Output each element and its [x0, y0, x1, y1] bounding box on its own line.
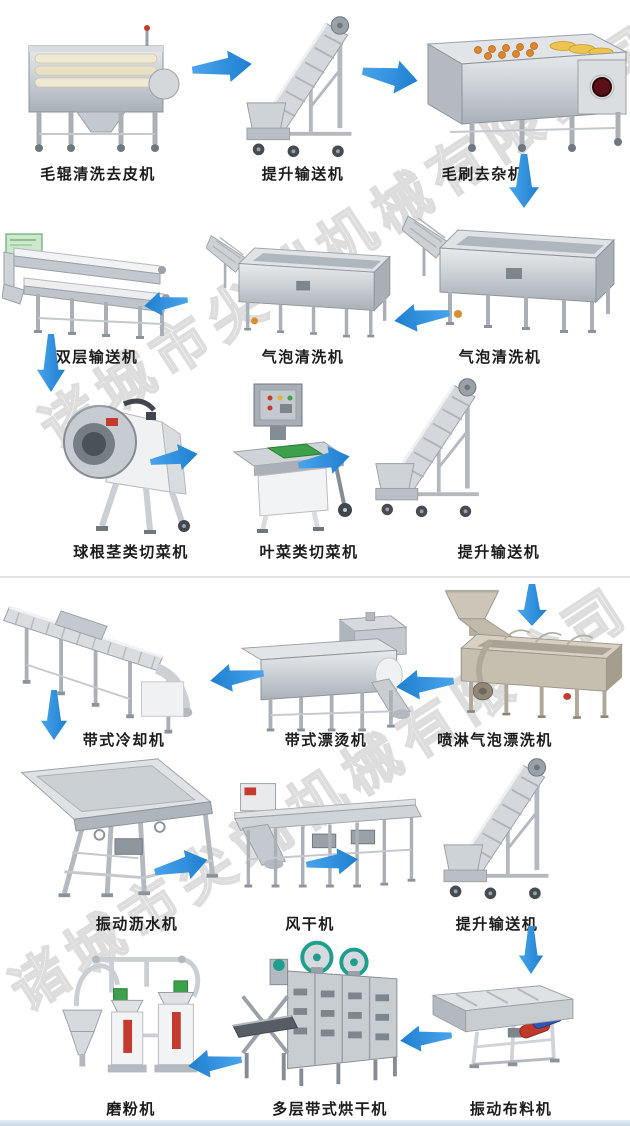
machine-double-layer-conveyor: [2, 233, 170, 339]
bottom-edge-bar: [0, 1120, 630, 1126]
label-brush-cleaner: 毛刷去杂机: [441, 166, 525, 183]
label-roller-washer-peeler: 毛辊清洗去皮机: [40, 166, 156, 183]
label-bubble-washer-middle: 气泡清洗机: [261, 349, 345, 366]
label-leafy-vegetable-cutter: 叶菜类切菜机: [259, 544, 359, 561]
label-lifting-conveyor-3: 提升输送机: [455, 916, 539, 933]
label-vibrating-drainer: 振动沥水机: [95, 916, 179, 933]
arrow-step3-down-icon: [508, 154, 540, 208]
label-lifting-conveyor-1: 提升输送机: [261, 166, 345, 183]
machine-lifting-conveyor-3: [440, 752, 566, 902]
machine-lifting-conveyor-2: [372, 372, 496, 520]
machine-leafy-vegetable-cutter: [232, 383, 352, 533]
arrow-step6-down-icon: [36, 334, 66, 392]
machine-brush-cleaner: [426, 33, 628, 152]
arrow-step9-down-icon: [516, 584, 548, 626]
arrow-step10-left-icon: [394, 665, 455, 703]
machine-spray-bubble-rinser: [444, 589, 624, 719]
machine-vibrating-feeder: [431, 985, 574, 1069]
machine-belt-blancher: [240, 612, 411, 732]
machine-air-dryer: [233, 783, 422, 888]
label-belt-blancher: 带式漂烫机: [284, 732, 368, 749]
section-divider: [0, 576, 630, 578]
arrow-step12-down-icon: [40, 690, 68, 740]
machine-flour-mill: [62, 955, 201, 1073]
arrow-step5-left-icon: [142, 287, 189, 319]
arrow-step1-right-icon: [190, 47, 253, 87]
label-root-vegetable-cutter: 球根茎类切菜机: [73, 544, 189, 561]
label-spray-bubble-rinser: 喷淋气泡漂洗机: [437, 732, 553, 749]
arrow-step16-left-icon: [399, 1021, 454, 1054]
label-bubble-washer-right: 气泡清洗机: [458, 349, 542, 366]
arrow-step14-right-icon: [305, 845, 360, 878]
machine-root-vegetable-cutter: [63, 398, 190, 534]
machine-belt-cooler: [2, 605, 193, 734]
label-lifting-conveyor-2: 提升输送机: [457, 544, 541, 561]
machine-bubble-washer-middle: [206, 234, 402, 340]
label-vibrating-feeder: 振动布料机: [469, 1101, 553, 1118]
arrow-step15-down-icon: [518, 926, 544, 974]
machine-multilayer-belt-dryer: [232, 940, 398, 1087]
label-air-dryer: 风干机: [285, 916, 335, 933]
machine-roller-washer-peeler: [28, 25, 180, 152]
label-flour-mill: 磨粉机: [106, 1101, 156, 1118]
machine-vibrating-drainer: [20, 758, 218, 898]
label-belt-cooler: 带式冷却机: [82, 732, 166, 749]
label-multilayer-belt-dryer: 多层带式烘干机: [272, 1101, 388, 1118]
machine-lifting-conveyor-1: [242, 10, 370, 160]
label-double-layer-conveyor: 双层输送机: [55, 349, 139, 366]
